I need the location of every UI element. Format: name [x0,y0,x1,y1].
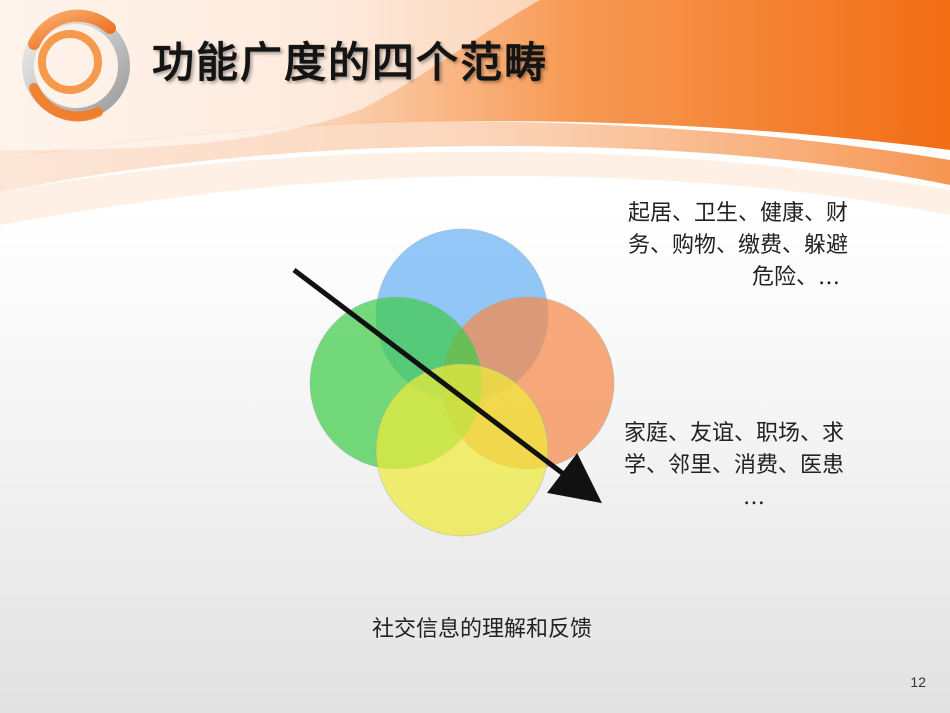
venn-diagram [292,228,615,537]
annotation-middle-right-line3: … [743,485,765,510]
slide-title: 功能广度的四个范畴 [152,38,549,87]
diagonal-arrow [292,268,602,504]
annotation-bottom: 社交信息的理解和反馈 [372,617,593,642]
page-number: 12 [910,674,926,690]
circle-yellow [375,363,549,537]
annotation-middle-right: 家庭、友谊、职场、求 学、邻里、消费、医患 … [624,418,924,514]
annotation-middle-right-line2: 学、邻里、消费、医患 [624,453,845,478]
annotation-middle-right-line1: 家庭、友谊、职场、求 [624,421,845,446]
annotation-top-right-line2: 务、购物、缴费、躲避 [628,233,849,258]
annotation-top-right: 起居、卫生、健康、财 务、购物、缴费、躲避 危险、… [628,198,918,294]
annotation-top-right-line3: 危险、… [751,265,840,290]
annotation-top-right-line1: 起居、卫生、健康、财 [628,201,849,226]
logo-rings-icon [22,9,130,122]
